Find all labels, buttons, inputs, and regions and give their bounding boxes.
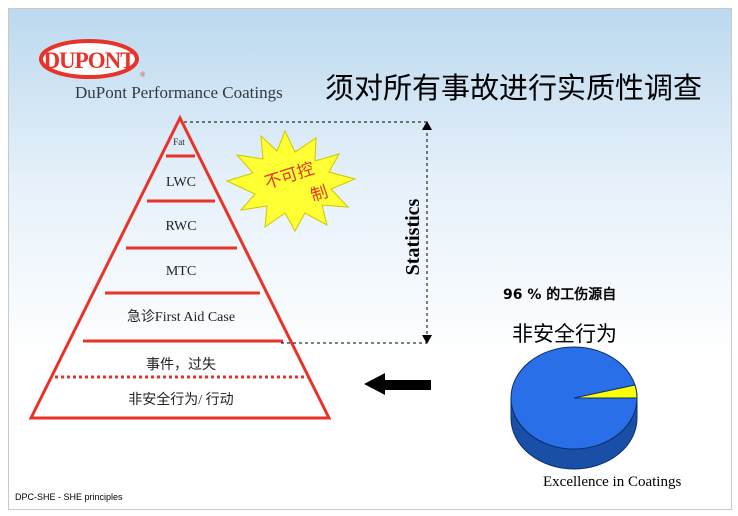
burst-label-line2: 制 xyxy=(308,182,330,205)
up-arrowhead-icon xyxy=(422,121,432,130)
pyramid-level-incident: 事件，过失 xyxy=(146,357,216,373)
logo-text: DUPONT xyxy=(43,48,135,73)
page-title: 须对所有事故进行实质性调查 xyxy=(325,71,703,105)
statistics-bracket xyxy=(184,121,428,344)
pie-heading: 非安全行为 xyxy=(512,322,617,346)
slide: DUPONT ® DuPont Performance Coatings 须对所… xyxy=(8,8,732,510)
brand-subtitle: DuPont Performance Coatings xyxy=(75,83,283,102)
pyramid-level-fat: Fat xyxy=(173,137,185,147)
pie-slice-small xyxy=(573,384,638,399)
pyramid-level-first-aid: 急诊First Aid Case xyxy=(127,309,235,325)
pie-chart xyxy=(510,346,638,470)
registered-mark-icon: ® xyxy=(140,71,145,79)
diagram: Fat LWC RWC MTC 急诊First Aid Case 事件，过失 非… xyxy=(28,114,638,470)
pyramid-level-unsafe-act: 非安全行为/ 行动 xyxy=(128,391,233,408)
footer-text: DPC-SHE - SHE principles xyxy=(15,492,123,502)
pie-caption: 96 % 的工伤源自 xyxy=(503,287,617,303)
pyramid-outline xyxy=(28,114,332,420)
pyramid xyxy=(28,114,332,420)
dupont-logo: DUPONT ® xyxy=(39,39,145,79)
pyramid-level-mtc: MTC xyxy=(166,264,196,279)
burst-shape xyxy=(225,129,357,233)
left-arrow-icon xyxy=(364,373,431,395)
pyramid-level-rwc: RWC xyxy=(165,219,196,234)
pyramid-level-lwc: LWC xyxy=(166,175,196,190)
down-arrowhead-icon xyxy=(422,335,432,344)
statistics-label: Statistics xyxy=(402,198,424,275)
tagline: Excellence in Coatings xyxy=(543,474,682,490)
